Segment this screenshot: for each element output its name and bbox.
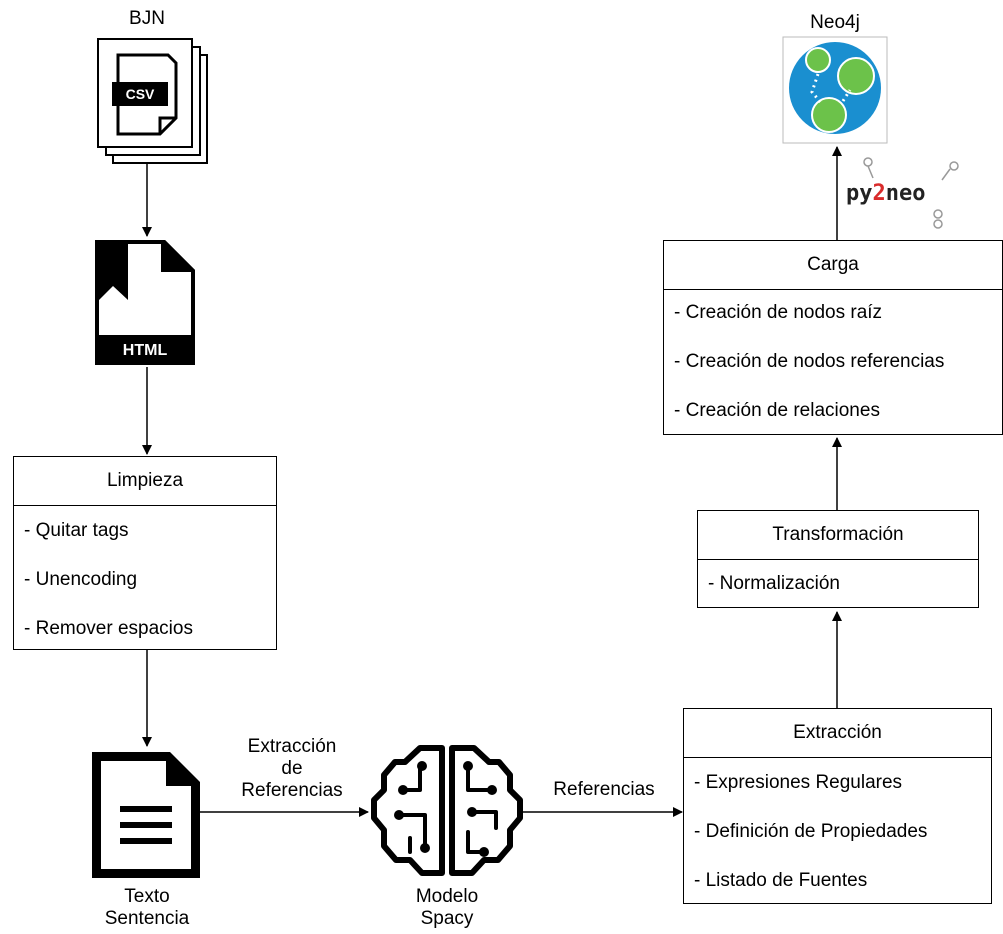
limpieza-title: Limpieza: [14, 457, 276, 506]
brain-model-icon: [371, 745, 523, 876]
extraccion-title: Extracción: [684, 709, 991, 758]
py2neo-logo-text: py2neo: [846, 181, 926, 206]
py2neo-prefix: py: [846, 181, 873, 206]
neo4j-logo: [782, 36, 888, 144]
limpieza-item: - Unencoding: [24, 569, 138, 590]
neo4j-label: Neo4j: [810, 12, 860, 33]
texto-line2: Sentencia: [104, 908, 190, 929]
texto-line1: Texto: [124, 886, 170, 907]
limpieza-item: - Remover espacios: [24, 618, 193, 639]
text-document-icon: [92, 752, 200, 878]
edge-line1: Extracción: [247, 736, 337, 757]
modelo-line1: Modelo: [415, 886, 479, 907]
carga-item: - Creación de relaciones: [674, 400, 880, 421]
texto-sentencia-label: Texto Sentencia: [80, 886, 214, 930]
transformacion-title: Transformación: [698, 511, 978, 560]
bjn-label: BJN: [129, 8, 165, 29]
limpieza-item: - Quitar tags: [24, 520, 129, 541]
transformacion-box: Transformación - Normalización: [697, 510, 979, 608]
extraccion-item: - Definición de Propiedades: [694, 821, 928, 842]
py2neo-suffix: neo: [885, 181, 926, 206]
csv-file-icon: [97, 38, 208, 164]
extraccion-item: - Expresiones Regulares: [694, 772, 903, 793]
edge-label-extraccion-referencias: Extracción de Referencias: [224, 736, 360, 802]
csv-text: CSV: [125, 86, 155, 102]
carga-item: - Creación de nodos referencias: [674, 351, 945, 372]
modelo-spacy-label: Modelo Spacy: [392, 886, 502, 930]
transformacion-item: - Normalización: [708, 573, 840, 594]
carga-title: Carga: [664, 241, 1002, 290]
modelo-line2: Spacy: [420, 908, 474, 929]
limpieza-box: Limpieza - Quitar tags - Unencoding - Re…: [13, 456, 277, 650]
extraccion-item: - Listado de Fuentes: [694, 870, 868, 891]
extraccion-box: Extracción - Expresiones Regulares - Def…: [683, 708, 992, 904]
edge-label-referencias: Referencias: [553, 779, 655, 800]
html-file-icon: [95, 240, 195, 365]
py2neo-digit: 2: [872, 181, 886, 206]
edge-line2: de: [281, 758, 303, 779]
edge-line3: Referencias: [241, 780, 343, 801]
carga-box: Carga - Creación de nodos raíz - Creació…: [663, 240, 1003, 435]
py2neo-network-icon: [863, 157, 959, 229]
carga-item: - Creación de nodos raíz: [674, 302, 883, 323]
html-text: HTML: [122, 342, 168, 359]
